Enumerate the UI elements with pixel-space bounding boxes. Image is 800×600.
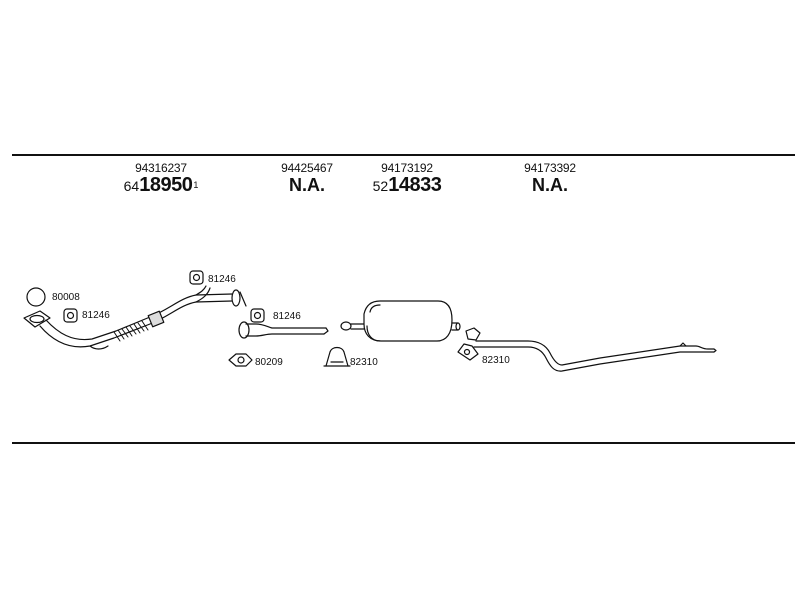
gasket-icon-80209 bbox=[228, 353, 253, 367]
oem-number: 94316237 bbox=[135, 161, 187, 175]
rear-hanger-bracket bbox=[457, 327, 481, 361]
callout-label-81246: 81246 bbox=[208, 274, 236, 285]
intermediate-pipe bbox=[238, 321, 329, 339]
part-header-tail-pipe: 94173392 N.A. bbox=[505, 161, 595, 197]
part-code: 64189501 bbox=[116, 175, 206, 197]
part-code-suffix: 1 bbox=[193, 180, 199, 190]
not-available-label: N.A. bbox=[532, 175, 568, 195]
part-code-main: 14833 bbox=[388, 174, 442, 196]
oem-number: 94173392 bbox=[524, 161, 576, 175]
middle-silencer bbox=[340, 300, 461, 342]
u-clamp-icon-82310 bbox=[323, 346, 351, 367]
clamp-icon-81246 bbox=[63, 308, 78, 323]
oem-number: 94173192 bbox=[381, 161, 433, 175]
part-code: N.A. bbox=[505, 175, 595, 197]
not-available-label: N.A. bbox=[289, 175, 325, 195]
part-header-intermediate-pipe: 94425467 N.A. bbox=[262, 161, 352, 197]
front-pipe bbox=[39, 285, 247, 350]
part-code-prefix: 52 bbox=[372, 178, 389, 194]
callout-label-82310: 82310 bbox=[482, 355, 510, 366]
part-code: 5214833 bbox=[362, 175, 452, 197]
clamp-icon-81246 bbox=[250, 308, 265, 323]
callout-label-82310: 82310 bbox=[350, 357, 378, 368]
tail-pipe bbox=[473, 340, 717, 372]
callout-label-81246: 81246 bbox=[273, 311, 301, 322]
clamp-icon-81246 bbox=[189, 270, 204, 285]
part-code-prefix: 64 bbox=[123, 178, 140, 194]
part-code: N.A. bbox=[262, 175, 352, 197]
gasket-ring-80008 bbox=[26, 287, 46, 307]
callout-label-81246: 81246 bbox=[82, 310, 110, 321]
front-pipe-flange bbox=[23, 310, 51, 328]
callout-label-80209: 80209 bbox=[255, 357, 283, 368]
top-divider-line bbox=[12, 154, 795, 156]
callout-label-80008: 80008 bbox=[52, 292, 80, 303]
oem-number: 94425467 bbox=[281, 161, 333, 175]
part-code-main: 18950 bbox=[139, 174, 193, 196]
part-header-front-pipe: 94316237 64189501 bbox=[116, 161, 206, 197]
bottom-divider-line bbox=[12, 442, 795, 444]
part-header-middle-silencer: 94173192 5214833 bbox=[362, 161, 452, 197]
